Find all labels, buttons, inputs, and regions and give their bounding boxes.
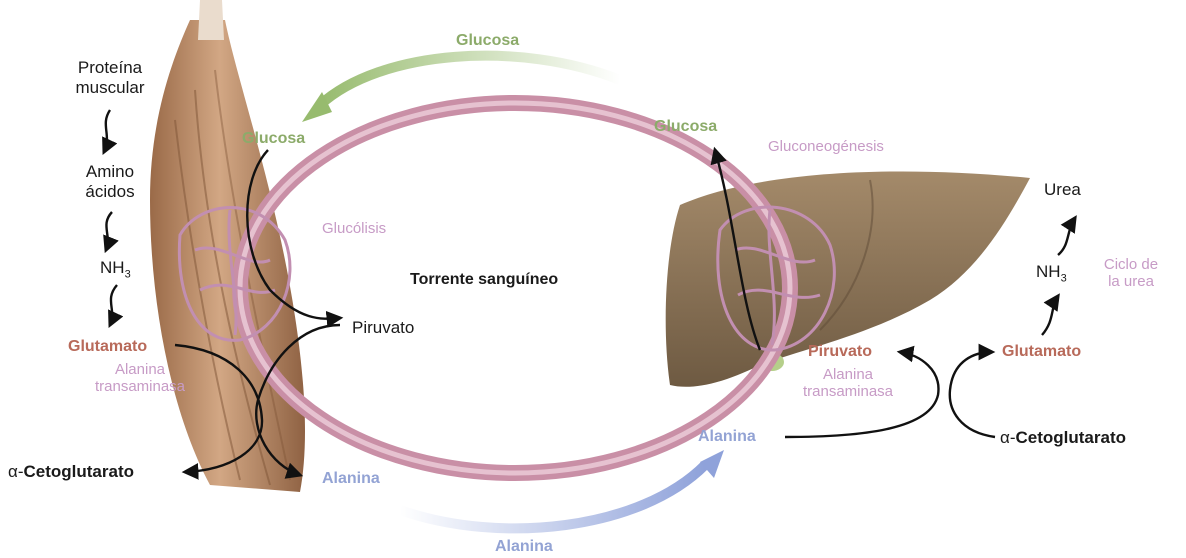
muscle-enzyme-label: Alanina transaminasa [70, 361, 210, 396]
muscle-nh3-base: NH [100, 258, 125, 277]
gluconeogenesis-label: Gluconeogénesis [768, 138, 884, 155]
liver-alpha-prefix: α- [1000, 428, 1016, 447]
muscle-enzyme-line2: transaminasa [70, 378, 210, 395]
muscle-nh3-label: NH3 [100, 258, 131, 281]
muscle-pyruvate-label: Piruvato [352, 318, 414, 338]
muscle-protein-line2: muscular [60, 78, 160, 98]
liver-pyruvate-label: Piruvato [808, 343, 872, 361]
urea-label: Urea [1044, 180, 1081, 200]
muscle-protein-line1: Proteína [60, 58, 160, 78]
muscle-alpha-name: Cetoglutarato [24, 462, 135, 481]
urea-cycle-label: Ciclo de la urea [1086, 256, 1176, 291]
blood-glucose-label: Glucosa [456, 32, 519, 50]
muscle-enzyme-line1: Alanina [70, 361, 210, 378]
amino-acids-label: Amino ácidos [60, 162, 160, 201]
liver-nh3-base: NH [1036, 262, 1061, 281]
amino-line1: Amino [60, 162, 160, 182]
muscle-alanine-label: Alanina [322, 470, 380, 488]
muscle-glutamate-label: Glutamato [68, 338, 147, 356]
liver-alanine-label: Alanina [698, 428, 756, 446]
bloodstream-label: Torrente sanguíneo [410, 271, 558, 289]
urea-cycle-line1: Ciclo de [1086, 256, 1176, 273]
liver-nh3-label: NH3 [1036, 262, 1067, 285]
liver-nh3-sub: 3 [1061, 272, 1067, 284]
liver-enzyme-line2: transaminasa [778, 383, 918, 400]
glycolysis-label: Glucólisis [322, 220, 386, 237]
liver-alpha-ketoglutarate-label: α-Cetoglutarato [1000, 428, 1126, 448]
liver-enzyme-line1: Alanina [778, 366, 918, 383]
muscle-illustration [150, 0, 305, 492]
amino-line2: ácidos [60, 182, 160, 202]
liver-alpha-name: Cetoglutarato [1016, 428, 1127, 447]
muscle-protein-label: Proteína muscular [60, 58, 160, 97]
blood-alanine-label: Alanina [495, 538, 553, 556]
urea-cycle-line2: la urea [1086, 273, 1176, 290]
liver-glucose-label: Glucosa [654, 118, 717, 136]
muscle-glucose-label: Glucosa [242, 130, 305, 148]
muscle-alpha-ketoglutarate-label: α-Cetoglutarato [8, 462, 134, 482]
muscle-alpha-prefix: α- [8, 462, 24, 481]
muscle-nh3-sub: 3 [125, 268, 131, 280]
liver-glutamate-label: Glutamato [1002, 343, 1081, 361]
liver-enzyme-label: Alanina transaminasa [778, 366, 918, 401]
